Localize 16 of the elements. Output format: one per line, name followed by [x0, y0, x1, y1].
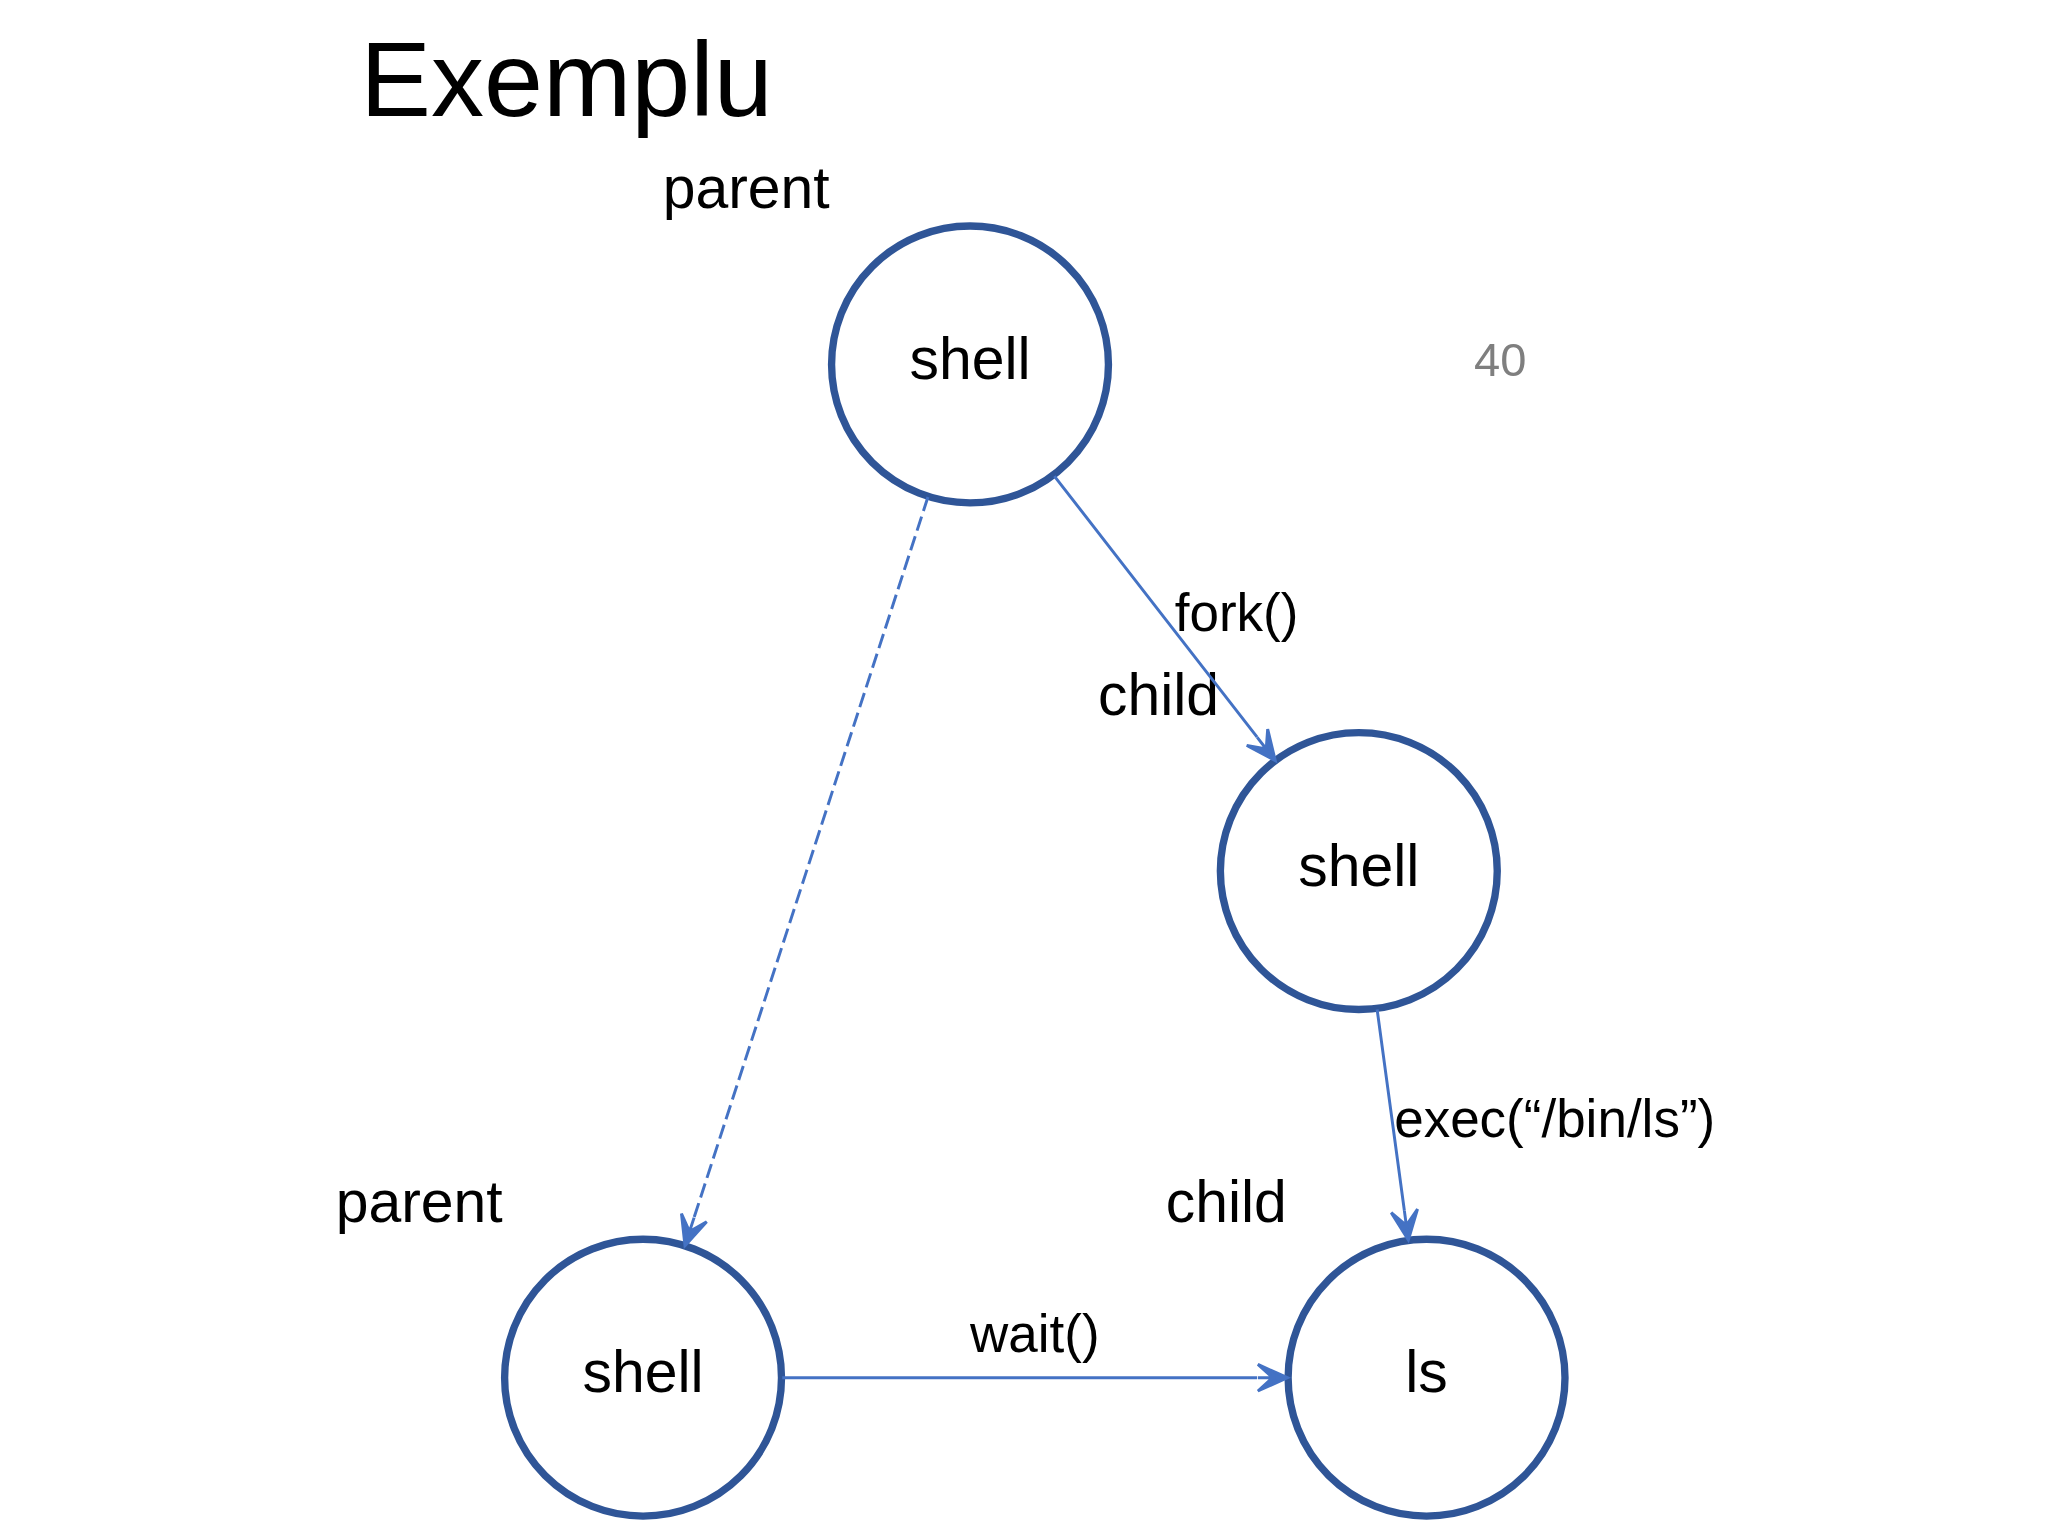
node-label: child — [1165, 1168, 1287, 1234]
node-label: child — [1097, 661, 1219, 727]
node-label: parent — [662, 155, 830, 221]
edge-label: wait() — [969, 1304, 1100, 1364]
node-circle: shell — [827, 222, 1112, 507]
edge-label: exec(“/bin/ls”) — [1393, 1089, 1715, 1149]
diagram-title: Exemplu — [359, 20, 773, 139]
label: 40 — [1473, 332, 1526, 386]
edge-label: fork() — [1174, 582, 1298, 642]
node-circle: shell — [500, 1235, 785, 1520]
node-label: parent — [335, 1168, 503, 1234]
arrow — [1375, 1009, 1419, 1242]
arrow — [679, 496, 929, 1248]
arrow — [1052, 475, 1277, 763]
node-circle: ls — [1283, 1235, 1569, 1520]
arrow — [781, 1363, 1289, 1393]
